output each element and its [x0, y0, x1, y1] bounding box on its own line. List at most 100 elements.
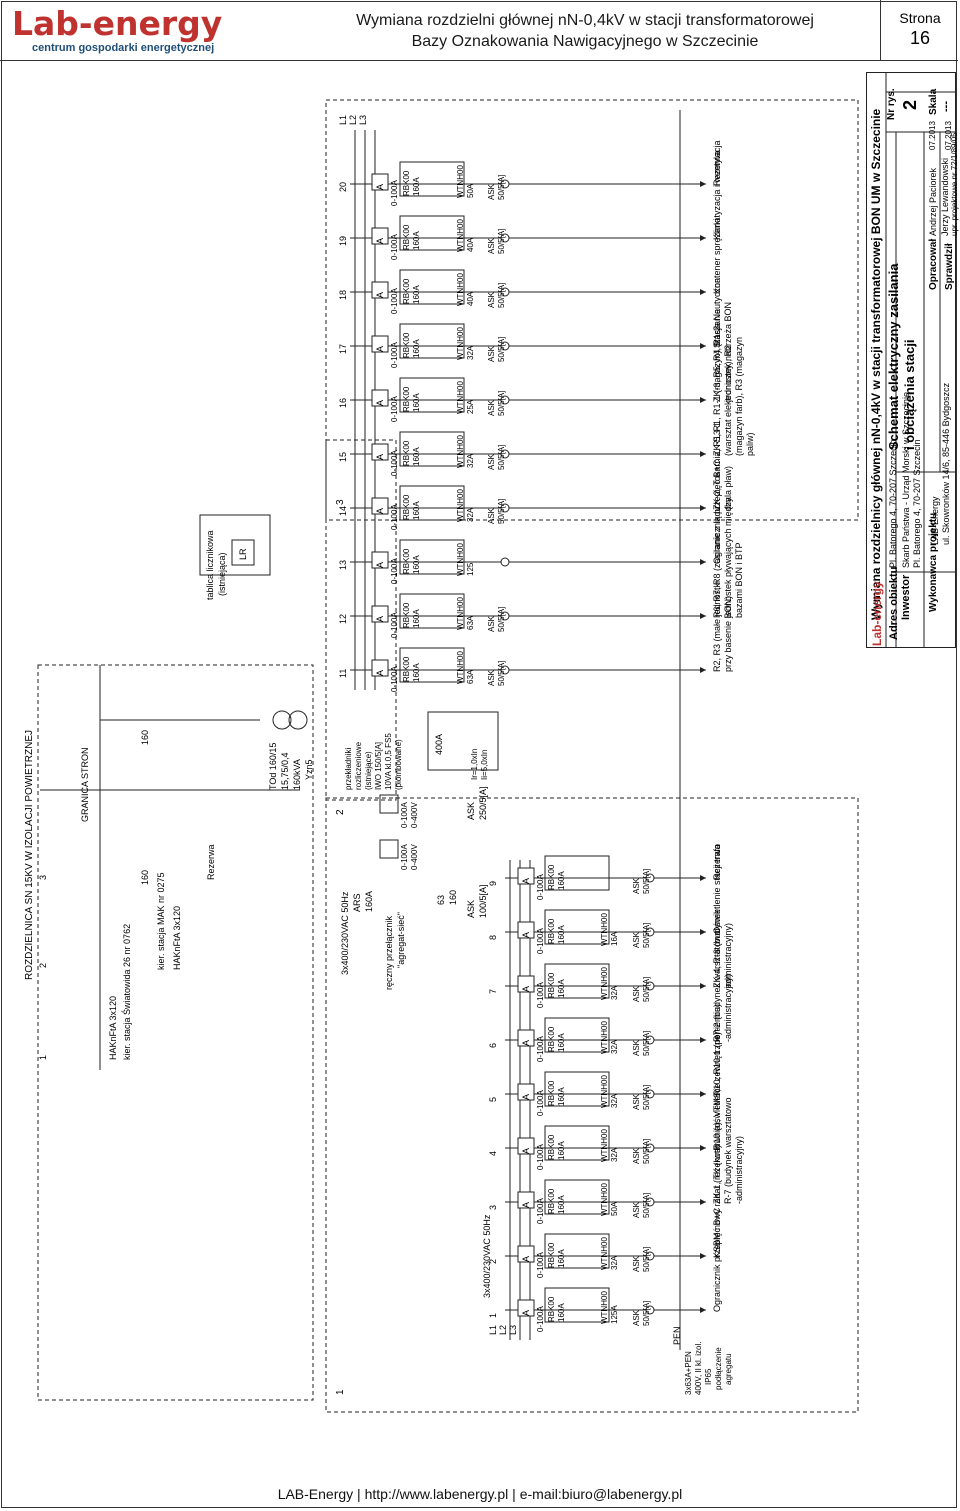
circuit-number: 14 — [338, 505, 348, 516]
fuse-type: WTNH00 — [456, 435, 465, 468]
rbk-rating: 160A — [412, 447, 421, 466]
rbk-rating: 160A — [557, 1087, 566, 1106]
transformer-label-2: 15,75/0,4 — [280, 752, 290, 790]
ammeter-symbol: A — [375, 453, 385, 460]
rbk-rating: 160A — [557, 1249, 566, 1268]
ask-100-line-2: 100/5[A] — [478, 884, 488, 918]
ct-type: ASK — [632, 1039, 641, 1056]
ammeter-box — [371, 335, 389, 353]
switch-disconnector-box — [399, 431, 465, 467]
ask-100-line-1: ASK — [466, 899, 476, 918]
rbk-rating: 160A — [557, 979, 566, 998]
rbk-rating: 160A — [412, 339, 421, 358]
ammeter-box — [517, 1083, 535, 1101]
circuit-number: 12 — [338, 613, 348, 624]
circuit-number: 3 — [488, 1204, 498, 1210]
fuse-type: WTNH00 — [600, 1075, 609, 1108]
meter-board-label-2: (istniejąca) — [217, 552, 227, 596]
rbk-type: RBK00 — [402, 656, 411, 682]
circuit-load-label: jednostek nabrzeża BON — [723, 301, 733, 402]
circuit-number: 7 — [488, 988, 498, 994]
circuit-number: 6 — [488, 1042, 498, 1048]
fuse-63-line-2: 160 — [448, 889, 458, 905]
rbk-rating: 160A — [412, 501, 421, 520]
pen-label: PEN — [672, 1326, 682, 1345]
ammeter-symbol: A — [521, 1201, 531, 1208]
tb-date-2: 07.2013 — [944, 121, 953, 150]
bus-label-l1: L1 — [488, 1324, 498, 1335]
rbk-rating: 160A — [557, 925, 566, 944]
fuse-rating: 32A — [610, 1039, 619, 1054]
transformer-label-4: Yzn5 — [304, 759, 314, 780]
ct-type: ASK — [632, 1201, 641, 1218]
fuse-rating: 32A — [610, 1147, 619, 1162]
ct-type: ASK — [487, 345, 496, 362]
ct-type: ASK — [487, 669, 496, 686]
rbk-rating: 160A — [412, 609, 421, 628]
ammeter-range: 0-100A — [390, 612, 399, 638]
rbk-type: RBK00 — [402, 386, 411, 412]
rbk-type: RBK00 — [402, 278, 411, 304]
ct-ratio: 50/5[A] — [642, 868, 651, 894]
sn-field-3: 3 — [38, 874, 48, 880]
ct-type: ASK — [632, 1309, 641, 1326]
fuse-type: WTNH00 — [456, 651, 465, 684]
fuse-160-a: 160 — [140, 729, 150, 745]
fuse-rating: 63A — [466, 615, 475, 630]
circuit-number: 11 — [338, 668, 348, 678]
current-transformer — [500, 233, 510, 243]
switch-disconnector-box — [544, 1179, 610, 1215]
ammeter-range: 0-100A — [390, 666, 399, 692]
logo-tagline: centrum gospodarki energetycznej — [32, 42, 215, 54]
bus3-label-l3: L3 — [358, 114, 368, 125]
outgoing-arrow — [700, 505, 706, 511]
ct-ratio: 50/5[A] — [497, 336, 506, 362]
rbk-type: RBK00 — [547, 1026, 556, 1052]
ct-ratio: 50/5[A] — [497, 498, 506, 524]
rbk-rating: 160A — [412, 231, 421, 250]
tb-drawing-title-1: Schemat elektryczny zasilania — [886, 263, 901, 450]
ammeter-range: 0-100A — [390, 288, 399, 314]
fuse-type: WTNH00 — [456, 489, 465, 522]
ct-ratio: 50/5[A] — [642, 1246, 651, 1272]
ct-type: ASK — [632, 877, 641, 894]
circuit-load-label: (hala pław) — [723, 465, 733, 510]
rbk-rating: 160A — [557, 1033, 566, 1052]
ammeter-symbol: A — [375, 237, 385, 244]
current-transformer — [645, 1089, 655, 1099]
ct-type: ASK — [632, 985, 641, 1002]
fuse-rating: 40A — [466, 291, 475, 306]
fuse-type: WTNH00 — [456, 597, 465, 630]
rbk-type: RBK00 — [402, 332, 411, 358]
logo-wordmark: Lab-energy — [12, 4, 223, 43]
ammeter-symbol: A — [521, 1255, 531, 1262]
ct-ratio: 50/5[A] — [497, 606, 506, 632]
fuse-type: WTNH00 — [600, 1291, 609, 1324]
ars-line-2: 160A — [364, 890, 374, 912]
meter-board-label-1: tablica licznikowa — [205, 530, 215, 600]
fuse-type: WTNH00 — [456, 543, 465, 576]
circuit-number: 8 — [488, 934, 498, 940]
page-number: 16 — [909, 28, 931, 48]
fuse-rating: 125A — [610, 1305, 619, 1324]
ammeter-range: 0-100A — [390, 234, 399, 260]
rbk-type: RBK00 — [402, 548, 411, 574]
transformer-label-1: TOd 160/15 — [268, 742, 278, 790]
fuse-rating: 125 — [466, 562, 475, 576]
ammeter-box — [371, 173, 389, 191]
ammeter-symbol: A — [375, 399, 385, 406]
ct-ratio: 50/5[A] — [642, 976, 651, 1002]
fuse-rating: 32A — [610, 1093, 619, 1108]
switch-disconnector-box — [399, 215, 465, 251]
ask-250-line-2: 250/5[A] — [478, 786, 488, 820]
switch-disconnector-box — [544, 1287, 610, 1323]
tb-scale: --- — [940, 101, 952, 112]
circuit-load-label: Rezerwa — [712, 150, 722, 186]
ammeter-box — [517, 1245, 535, 1263]
ammeter-range: 0-100A — [390, 342, 399, 368]
ammeter-range: 0-100A — [536, 1090, 545, 1116]
tb-project: Wymiana rozdzielnicy głównej nN-0,4kV w … — [869, 108, 883, 620]
ct-ratio: 50/5[A] — [497, 660, 506, 686]
title-line-2: Bazy Oznakowania Nawigacyjnego w Szczeci… — [411, 33, 759, 50]
fuse-type: WTNH00 — [600, 913, 609, 946]
